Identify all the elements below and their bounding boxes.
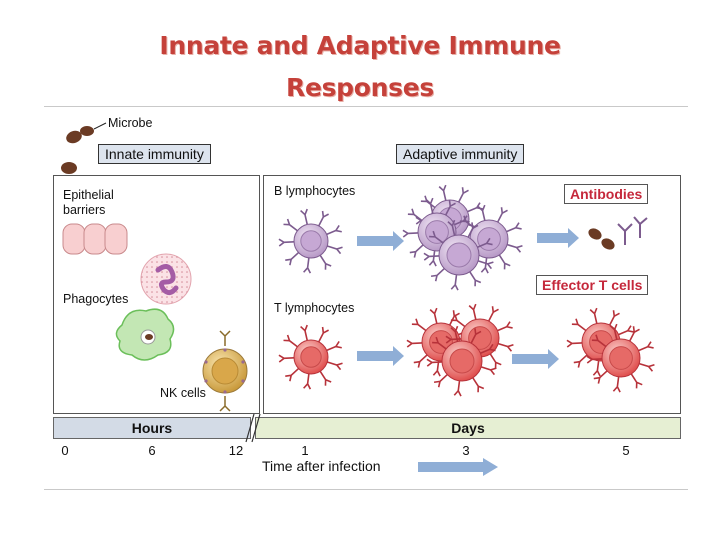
tick-3: 3: [462, 443, 470, 458]
t-lymphocytes-label: T lymphocytes: [274, 301, 355, 315]
t-cell-clone: [426, 325, 497, 397]
antibodies-label: Antibodies: [564, 184, 649, 204]
microbe-icon: [61, 122, 107, 174]
tick-5: 5: [622, 443, 630, 458]
days-bar: Days: [255, 417, 681, 439]
time-axis-label: Time after infection: [262, 458, 381, 474]
effector-t-cell: [586, 323, 655, 393]
page-title: Innate and Adaptive Immune: [159, 31, 561, 60]
b-lymphocytes-label: B lymphocytes: [274, 184, 356, 198]
top-divider: [44, 106, 688, 107]
b-lymphocyte: [278, 208, 343, 274]
innate-immunity-header: Innate immunity: [98, 144, 211, 164]
flow-arrows: [357, 228, 579, 476]
adaptive-immunity-header: Adaptive immunity: [396, 144, 525, 164]
page-title-line2: Responses: [286, 73, 434, 102]
antibody-icon: [588, 216, 648, 250]
nk-cell-icon: [202, 330, 248, 412]
tick-6: 6: [148, 443, 156, 458]
macrophage-icon: [115, 308, 175, 361]
epithelial-barrier-icon: [62, 223, 128, 255]
barriers-label: barriers: [63, 203, 106, 217]
epithelial-label: Epithelial: [63, 188, 114, 202]
microbe-label: Microbe: [108, 116, 153, 130]
tick-12: 12: [228, 443, 244, 458]
neutrophil-icon: [140, 253, 192, 305]
t-lymphocyte: [278, 324, 343, 390]
phagocytes-label: Phagocytes: [63, 292, 129, 306]
effector-t-cells-label: Effector T cells: [536, 275, 649, 295]
tick-0: 0: [61, 443, 69, 458]
b-cell-clone: [423, 219, 494, 291]
nk-cells-label: NK cells: [160, 386, 206, 400]
bottom-divider: [44, 489, 688, 490]
hours-bar: Hours: [53, 417, 251, 439]
tick-1: 1: [301, 443, 309, 458]
timeline-break: [245, 413, 261, 443]
